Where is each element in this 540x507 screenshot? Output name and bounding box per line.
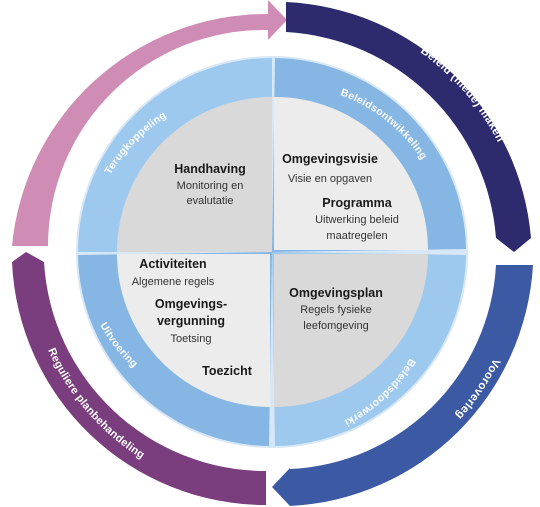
omgevingsvergunning-title-2: vergunning bbox=[157, 314, 225, 328]
quadrant-top-left bbox=[117, 97, 272, 252]
activiteiten-sub: Algemene regels bbox=[132, 276, 215, 288]
quadrant-bottom-left bbox=[117, 254, 270, 407]
handhaving-sub-2: evalutatie bbox=[186, 195, 233, 207]
handhaving-title: Handhaving bbox=[174, 162, 246, 176]
handhaving-sub-1: Monitoring en bbox=[177, 180, 244, 192]
omgevingsvergunning-sub: Toetsing bbox=[171, 333, 212, 345]
omgevingsplan-sub-1: Regels fysieke bbox=[300, 304, 372, 316]
outer-segment-pink bbox=[12, 0, 287, 246]
omgevingsvergunning-title-1: Omgevings- bbox=[155, 297, 227, 311]
outer-segment-dark-navy bbox=[286, 2, 531, 252]
omgevingsplan-title: Omgevingsplan bbox=[289, 286, 383, 300]
activiteiten-title: Activiteiten bbox=[139, 257, 206, 271]
programma-title: Programma bbox=[322, 196, 393, 210]
quadrant-bottom-right bbox=[274, 254, 428, 407]
omgevingsplan-sub-2: leefomgeving bbox=[303, 320, 368, 332]
omgevingsvisie-sub: Visie en opgaven bbox=[288, 173, 372, 185]
programma-sub-2: maatregelen bbox=[326, 230, 387, 242]
quadrant-top-right bbox=[274, 96, 429, 250]
toezicht-title: Toezicht bbox=[202, 364, 253, 378]
omgevingsvisie-title: Omgevingsvisie bbox=[282, 152, 378, 166]
outer-segment-blue bbox=[272, 265, 533, 506]
programma-sub-1: Uitwerking beleid bbox=[315, 214, 399, 226]
outer-segment-purple bbox=[12, 252, 266, 506]
